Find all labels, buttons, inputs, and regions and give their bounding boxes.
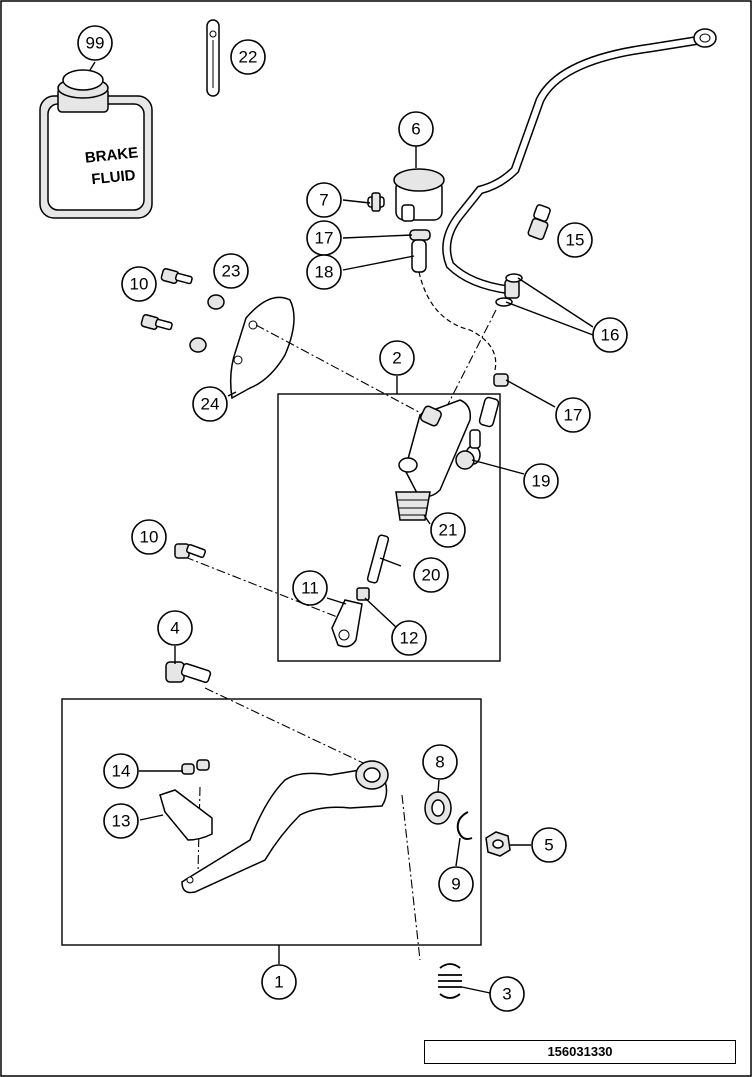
leader-lines [89, 61, 594, 994]
svg-text:5: 5 [544, 836, 553, 855]
svg-text:12: 12 [400, 629, 419, 648]
rubber-boot [395, 491, 431, 521]
brake-pedal [181, 760, 389, 894]
cotter-pin [206, 19, 220, 97]
alignment-line-mid [184, 556, 346, 621]
alignment-line-lower [204, 687, 379, 771]
svg-text:99: 99 [86, 34, 105, 53]
callout-3: 3 [489, 976, 525, 1012]
callout-11: 11 [292, 570, 328, 606]
svg-text:4: 4 [170, 619, 179, 638]
brake-hose [442, 28, 717, 299]
svg-text:6: 6 [411, 120, 420, 139]
callout-10-lower: 10 [131, 519, 167, 555]
return-spring [438, 963, 462, 999]
callout-23: 23 [213, 253, 249, 289]
callout-7: 7 [306, 182, 342, 218]
callout-13: 13 [103, 803, 139, 839]
brake-fluid-label-1: BRAKE [84, 144, 139, 166]
svg-text:3: 3 [502, 985, 511, 1004]
callout-21: 21 [430, 512, 466, 548]
svg-text:20: 20 [422, 566, 441, 585]
svg-text:9: 9 [451, 875, 460, 894]
svg-text:22: 22 [239, 48, 258, 67]
bearing-8 [424, 791, 452, 825]
svg-text:10: 10 [130, 275, 149, 294]
fluid-reservoir [393, 168, 445, 222]
svg-text:16: 16 [601, 326, 620, 345]
hose-fitting-19 [455, 429, 481, 470]
callout-18: 18 [306, 254, 342, 290]
callout-4: 4 [157, 610, 193, 646]
svg-text:17: 17 [564, 406, 583, 425]
svg-text:1: 1 [274, 973, 283, 992]
callout-17-lower: 17 [555, 397, 591, 433]
master-cylinder [398, 399, 481, 498]
callout-12: 12 [391, 620, 427, 656]
callout-99: 99 [77, 25, 113, 61]
brake-fluid-label-2: FLUID [91, 167, 137, 189]
clevis [331, 599, 363, 648]
callout-8: 8 [422, 744, 458, 780]
reservoir-hose [411, 239, 497, 371]
svg-text:7: 7 [319, 191, 328, 210]
svg-text:13: 13 [112, 812, 131, 831]
callout-22: 22 [230, 39, 266, 75]
svg-text:17: 17 [315, 229, 334, 248]
lock-nut-12 [356, 587, 370, 601]
nut-5 [485, 831, 511, 857]
brake-fluid-bottle: BRAKE FLUID [39, 69, 153, 219]
svg-text:23: 23 [222, 262, 241, 281]
svg-text:11: 11 [301, 579, 319, 598]
screws-14 [181, 759, 210, 775]
circlip-9 [456, 811, 473, 840]
group-box-brake-pedal [61, 698, 482, 946]
callout-1: 1 [261, 964, 297, 1000]
alignment-line-spring [401, 794, 421, 961]
bolt-10-lower [174, 543, 207, 559]
callout-17-upper: 17 [306, 220, 342, 256]
callout-6: 6 [398, 111, 434, 147]
alignment-line-hose [439, 309, 497, 421]
group-box-master-cylinder [277, 393, 501, 662]
pivot-bolt-4 [165, 661, 212, 684]
svg-text:21: 21 [439, 521, 458, 540]
callout-9: 9 [438, 866, 474, 902]
callout-14: 14 [103, 753, 139, 789]
pedal-tread [159, 789, 213, 841]
svg-text:18: 18 [315, 263, 334, 282]
callout-16: 16 [592, 317, 628, 353]
alignment-line-upper [255, 324, 431, 419]
callout-24: 24 [192, 386, 228, 422]
svg-text:2: 2 [392, 349, 401, 368]
svg-text:24: 24 [201, 395, 220, 414]
banjo-bolt-15 [527, 204, 551, 241]
heat-guard [229, 296, 295, 400]
callout-19: 19 [523, 463, 559, 499]
hose-clamp-top [409, 229, 431, 241]
callout-20: 20 [413, 557, 449, 593]
screw-7 [367, 192, 385, 212]
nuts-23 [189, 294, 225, 353]
svg-text:8: 8 [435, 753, 444, 772]
callout-2: 2 [379, 340, 415, 376]
svg-text:19: 19 [532, 472, 551, 491]
callout-15: 15 [557, 222, 593, 258]
svg-text:15: 15 [566, 231, 585, 250]
push-rod [366, 534, 390, 584]
seal-washers-16 [495, 273, 523, 307]
hose-clamp-lower [478, 373, 509, 428]
callout-10-upper: 10 [121, 266, 157, 302]
svg-text:10: 10 [140, 528, 159, 547]
bolts-10-upper [140, 268, 193, 331]
callout-5: 5 [531, 827, 567, 863]
drawing-number: 156031330 [424, 1040, 736, 1064]
svg-text:14: 14 [112, 762, 131, 781]
